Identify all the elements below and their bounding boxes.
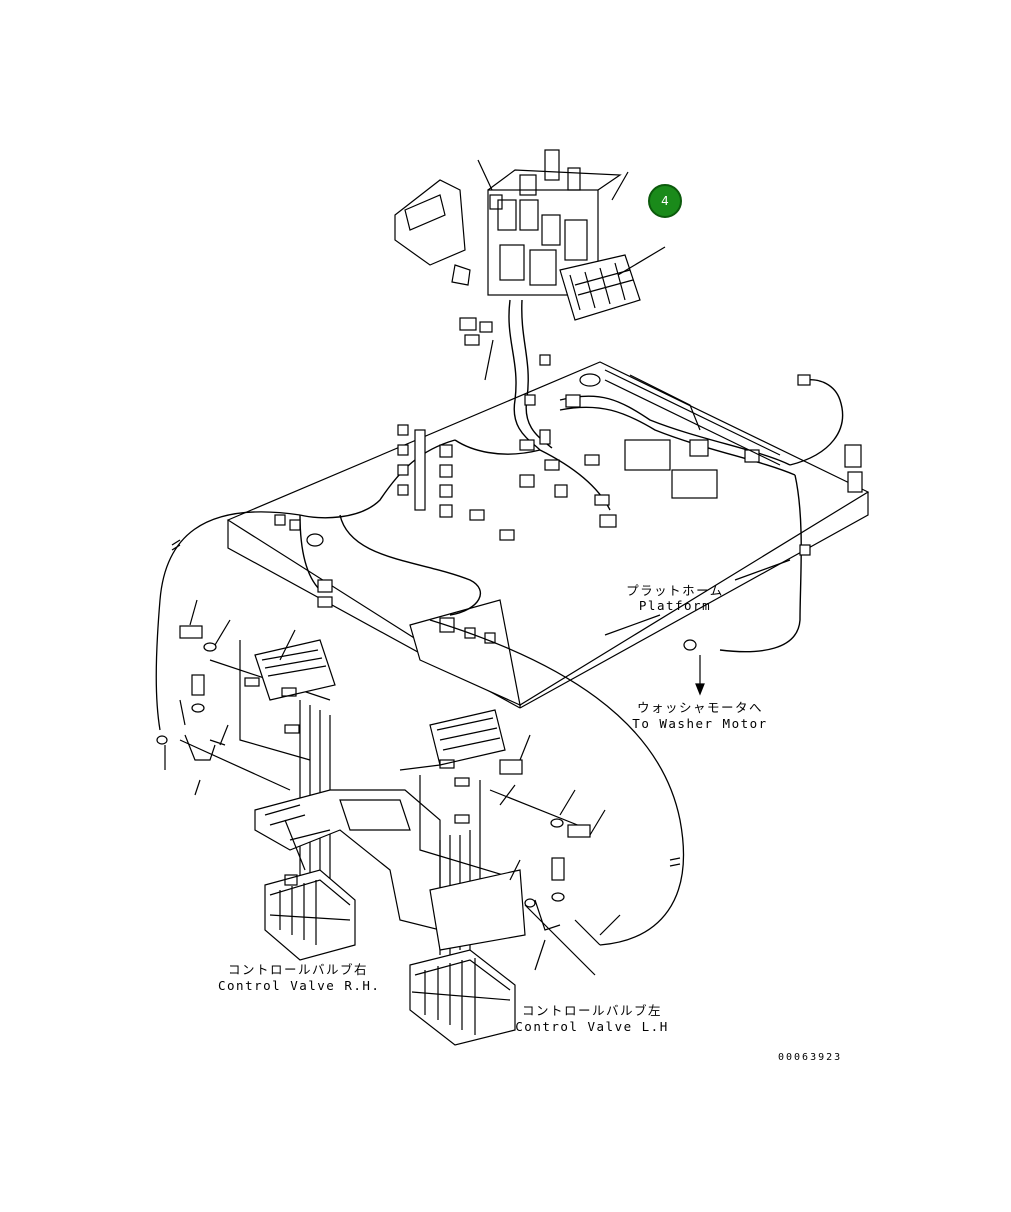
lever-assembly-rh: [156, 599, 336, 885]
control-valve-lh-label-en: Control Valve L.H: [515, 1019, 669, 1034]
harness-connectors: [274, 317, 863, 651]
platform-label-en: Platform: [638, 598, 712, 613]
lever-frame: [254, 789, 441, 931]
platform-label-jp: プラットホーム: [626, 583, 724, 598]
cab-rail: [604, 369, 781, 466]
control-valve-rh-label-jp: コントロールバルブ右: [227, 962, 368, 977]
loop-harness: [155, 511, 685, 946]
drawing-code: 00063923: [778, 1052, 843, 1063]
callout-badge[interactable]: 4: [648, 184, 682, 218]
washer-label-jp: ウォッシャモータへ: [636, 700, 763, 715]
control-valve-lh-label-jp: コントロールバルブ左: [521, 1003, 662, 1018]
fuse-block: [559, 254, 641, 321]
control-valve-lh: [409, 949, 516, 1046]
lever-assembly-lh: [399, 709, 621, 976]
platform-leader: [604, 559, 791, 636]
washer-label-en: To Washer Motor: [632, 716, 768, 731]
control-valve-rh: [264, 869, 356, 961]
monitor-bracket: [394, 179, 471, 286]
washer-arrow: [695, 655, 705, 696]
control-valve-rh-label-en: Control Valve R.H.: [218, 978, 381, 993]
leader-lines: [477, 159, 666, 381]
